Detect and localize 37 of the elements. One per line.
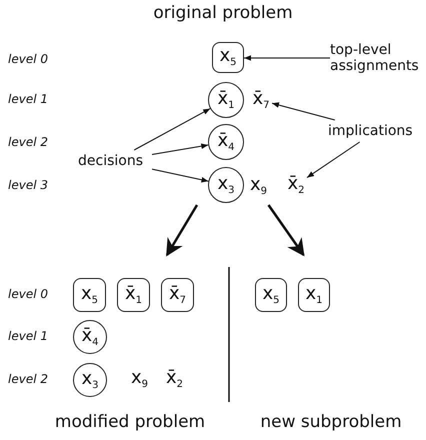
assignment-box: x$_{5}$ — [212, 42, 244, 73]
problem-heading: new subproblem — [260, 411, 402, 433]
problem-heading: original problem — [153, 2, 293, 24]
decision-circle: x$_{3}$ — [208, 167, 244, 203]
literal-label: x$_{9}$ — [131, 367, 148, 390]
level-label: level 0 — [8, 287, 48, 301]
arrow — [267, 204, 305, 256]
assignment-box: x$_{1}$ — [298, 278, 330, 312]
annotation: top-level assignments — [330, 40, 424, 76]
arrow — [272, 102, 336, 120]
assignment-box: x̄$_{7}$ — [161, 278, 194, 312]
annotation: implications — [328, 120, 424, 142]
level-label: level 3 — [8, 178, 48, 192]
arrow — [152, 168, 209, 182]
implied-literal: x̄$_{2}$ — [285, 173, 307, 197]
assignment-box: x$_{5}$ — [73, 278, 106, 312]
level-label: level 0 — [8, 52, 48, 66]
arrow — [152, 143, 209, 156]
assignment-box: x̄$_{1}$ — [117, 278, 150, 312]
assignment-box: x$_{5}$ — [255, 278, 287, 312]
decision-circle: x$_{3}$ — [73, 363, 107, 397]
arrow — [306, 142, 360, 178]
arrow — [244, 55, 330, 61]
decision-circle: x̄$_{1}$ — [208, 82, 244, 118]
literal-label: x$_{9}$ — [250, 174, 268, 197]
implied-literal: x̄$_{7}$ — [250, 88, 272, 112]
level-label: level 2 — [8, 135, 48, 149]
level-label: level 1 — [8, 329, 48, 343]
level-label: level 1 — [8, 92, 48, 106]
arrow — [134, 108, 211, 150]
level-label: level 2 — [8, 372, 48, 386]
literal-label: x̄$_{2}$ — [166, 367, 184, 390]
problem-heading: modified problem — [54, 411, 206, 433]
arrow — [166, 204, 198, 256]
decision-circle: x̄$_{4}$ — [73, 320, 107, 354]
decision-circle: x̄$_{4}$ — [208, 124, 244, 160]
annotation: decisions — [78, 150, 152, 172]
